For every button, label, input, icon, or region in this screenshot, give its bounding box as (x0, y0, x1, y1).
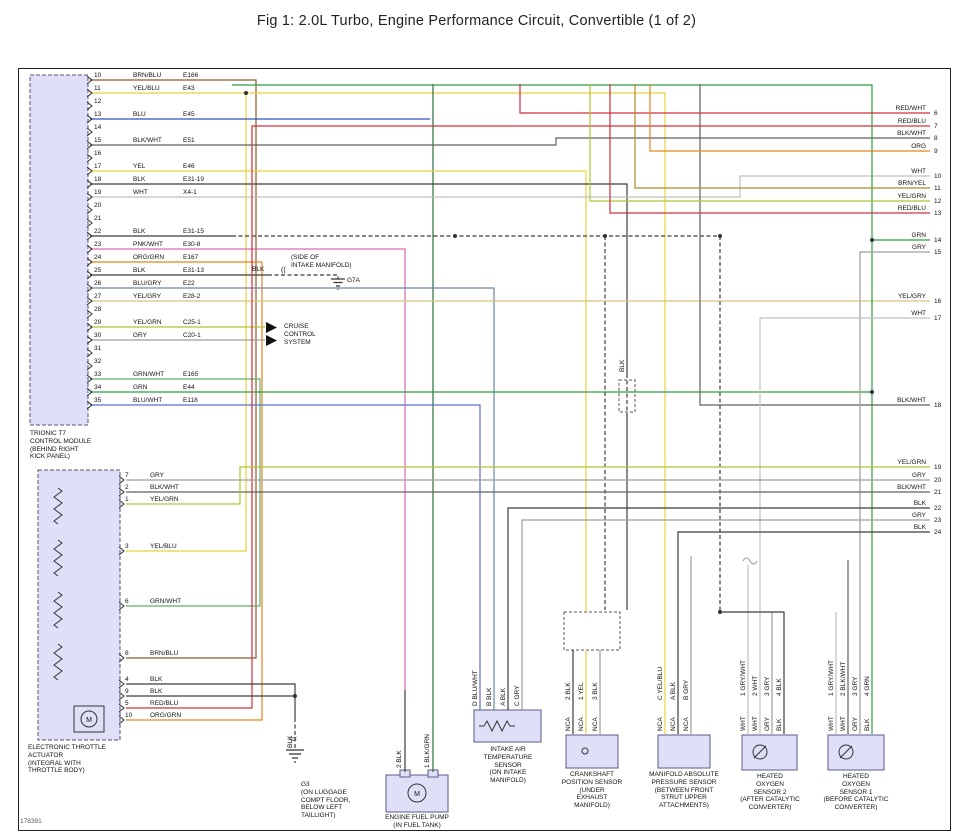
pin-chevron-icon (86, 244, 93, 254)
pin-chevron-icon (86, 205, 93, 215)
iat-sensor-box (473, 709, 542, 743)
pin-chevron-icon (118, 487, 125, 497)
pin-chevron-icon (86, 75, 93, 85)
pin-chevron-icon (86, 400, 93, 410)
shield-splice-box (618, 379, 636, 413)
pin-chevron-icon (86, 153, 93, 163)
resistor-sym (53, 643, 63, 681)
svg-text:M: M (86, 717, 92, 724)
continuation-wavy-icon (742, 557, 758, 565)
pin-chevron-icon (118, 703, 125, 713)
fuel-pump-motor-icon (407, 783, 427, 803)
pin-chevron-icon (86, 374, 93, 384)
pin-chevron-icon (86, 166, 93, 176)
resistor-sym (53, 487, 63, 525)
pin-chevron-icon (118, 475, 125, 485)
control-module-box (29, 74, 89, 426)
pin-chevron-icon (86, 140, 93, 150)
diagram-border (18, 68, 951, 831)
throttle-actuator-box (37, 469, 121, 741)
pin-chevrons (86, 75, 125, 725)
pin-chevron-icon (86, 127, 93, 137)
pin-chevron-icon (86, 88, 93, 98)
symbols: M M (53, 278, 854, 803)
pin-chevron-icon (86, 296, 93, 306)
pin-chevron-icon (86, 283, 93, 293)
junction-dots (244, 91, 874, 698)
crank-sensor-box (565, 734, 619, 769)
pin-chevron-icon (86, 114, 93, 124)
pin-chevron-icon (86, 257, 93, 267)
pin-chevron-icon (86, 335, 93, 345)
cruise-arrow-icon (266, 335, 277, 346)
o2-sensor-sym (752, 744, 768, 760)
ground-g3-symbol (286, 749, 304, 763)
pin-chevron-icon (118, 679, 125, 689)
pin-chevron-icon (118, 653, 125, 663)
fuel-pump-box (385, 774, 449, 813)
pin-chevron-icon (86, 218, 93, 228)
o2-sensor-sym (838, 744, 854, 760)
pin-chevron-icon (86, 101, 93, 111)
pin-chevron-icon (86, 270, 93, 280)
pin-chevron-icon (118, 546, 125, 556)
pin-chevron-icon (118, 691, 125, 701)
actuator-motor-icon (80, 710, 98, 728)
ho2s2-box (741, 734, 798, 771)
actuator-motor-frame (73, 705, 105, 733)
figure-title: Fig 1: 2.0L Turbo, Engine Performance Ci… (256, 13, 697, 29)
ho2s1-box (827, 734, 885, 771)
pin-chevron-icon (86, 179, 93, 189)
pin-chevron-icon (86, 361, 93, 371)
pin-chevron-icon (86, 348, 93, 358)
pin-chevron-icon (86, 387, 93, 397)
ground-g7a-symbol (331, 278, 345, 291)
pin-chevron-icon (86, 322, 93, 332)
pin-chevron-icon (118, 601, 125, 611)
pin-chevron-icon (86, 192, 93, 202)
wires-group (90, 79, 930, 772)
pin-chevron-icon (86, 231, 93, 241)
resistor-sym (53, 539, 63, 577)
svg-text:M: M (414, 791, 420, 798)
resistor-sym (53, 591, 63, 629)
pin-chevron-icon (86, 309, 93, 319)
map-sensor-box (657, 734, 711, 769)
shield-splice-box (563, 611, 621, 651)
cruise-arrow-icon (266, 322, 277, 333)
thermistor-sym (479, 719, 515, 733)
component-boxes (29, 74, 885, 813)
crank-sensor-sym (581, 747, 589, 755)
pin-chevron-icon (118, 715, 125, 725)
pin-chevron-icon (118, 499, 125, 509)
